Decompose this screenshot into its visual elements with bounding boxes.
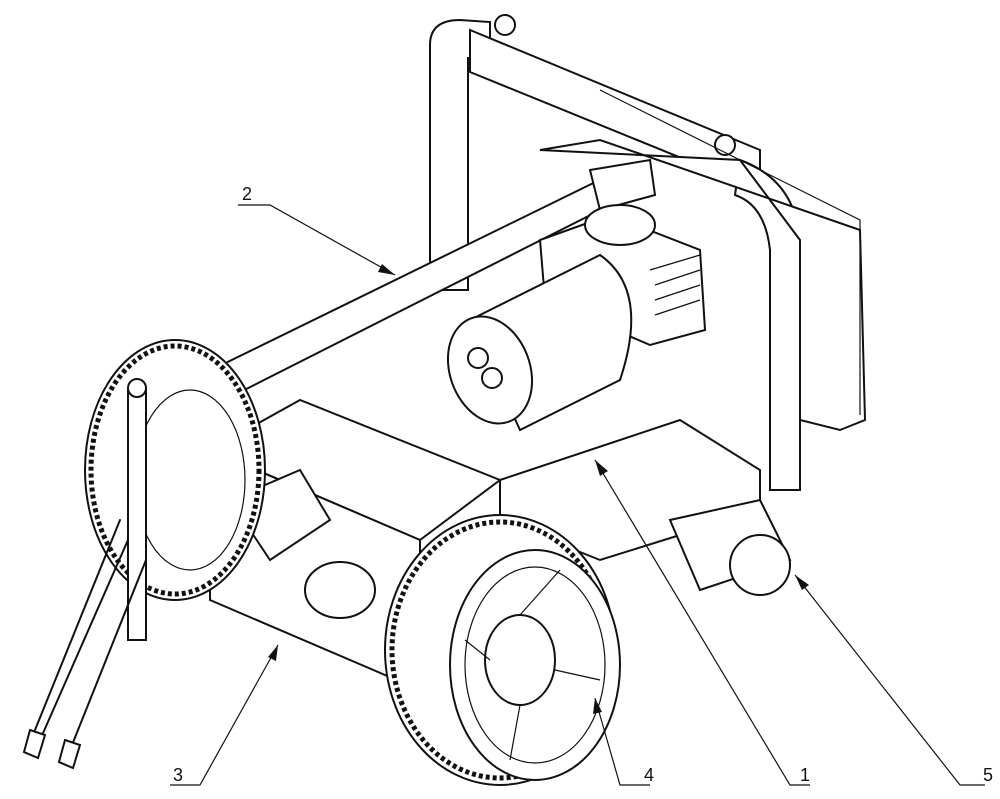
label-4: 4 [644,765,654,785]
lifting-eye [494,14,516,36]
caster-wheel [729,534,791,596]
label-5: 5 [983,765,993,785]
leader-lines [170,204,985,786]
left-wheel [84,339,266,601]
rear-frame [429,14,801,491]
hose-assembly [22,378,147,770]
label-1: 1 [800,765,810,785]
control-box [539,89,867,432]
lifting-clamp [588,158,657,212]
label-2: 2 [242,184,252,204]
front-wheel [384,514,621,786]
motor [446,253,633,432]
label-3: 3 [173,765,183,785]
